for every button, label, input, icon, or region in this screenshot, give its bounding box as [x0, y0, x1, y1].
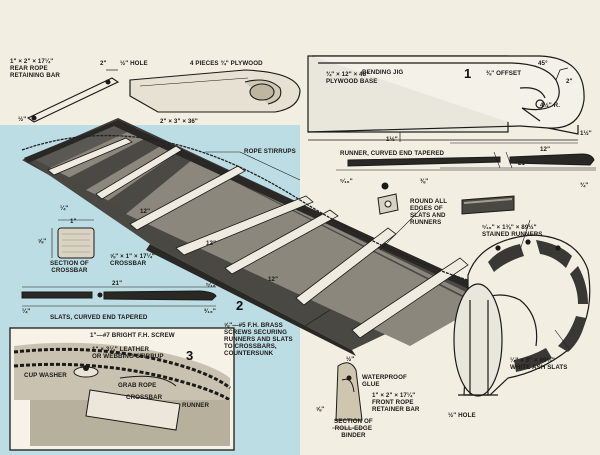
slat-right-dim-label: ⁵⁄₁₆" — [206, 282, 219, 289]
binder-dim-label: ⅝" — [316, 406, 325, 413]
rear-bar-label: 1" × 2" × 17¼" REAR ROPE RETAINING BAR — [10, 58, 60, 79]
angle-label: 45° — [538, 60, 548, 67]
detail-inset — [9, 327, 235, 451]
twelve-label-3: 12" — [268, 276, 279, 283]
runner-21-label: 21" — [518, 160, 529, 167]
slat-part — [21, 286, 217, 307]
slat-21-label: 21" — [112, 280, 123, 287]
front-hole-label: ½" HOLE — [448, 412, 476, 419]
brass-screws-label: ⅝"—#5 F.H. BRASS SCREWS SECURING RUNNERS… — [224, 322, 293, 357]
crossbar-label: ⅝" × 1" × 17¼" CROSSBAR — [110, 253, 155, 267]
cup-washer-label: CUP WASHER — [24, 372, 67, 379]
crossbar-height-label: ⅝" — [38, 238, 47, 245]
slat-section — [461, 195, 515, 215]
screw-detail — [377, 182, 399, 215]
ash-slats-label: ¼" × 3" × 89½" WHITE ASH SLATS — [510, 357, 568, 371]
slat-left-dim-label: ¼" — [22, 308, 31, 315]
jig-base-dim-label: 1½" — [386, 136, 398, 143]
runner-title-label: RUNNER, CURVED END TAPERED — [340, 150, 445, 157]
waterproof-glue-label: WATERPROOF GLUE — [362, 374, 407, 388]
radius-label: 4½" R. — [540, 102, 561, 109]
grab-rope-label: GRAB ROPE — [118, 382, 157, 389]
dim-2-label: 2" — [100, 60, 107, 67]
bending-jig — [307, 55, 585, 144]
runner-part — [336, 151, 596, 171]
plywood-size-label: 2" × 3" × 36" — [160, 118, 198, 125]
stained-runners-label: ⁵⁄₁₆" × 1⅜" × 89½" STAINED RUNNERS — [482, 224, 543, 238]
jig-12-label: 12" — [540, 146, 551, 153]
leader-lines — [205, 151, 571, 351]
rear-rope-bar — [26, 69, 120, 123]
plywood-base-label: ¾" × 12" × 48" PLYWOOD BASE — [326, 71, 378, 85]
twelve-label-1: 12" — [140, 208, 151, 215]
twelve-label-2: 12" — [206, 240, 217, 247]
offset-label: ⅜" OFFSET — [486, 70, 522, 77]
front-bar-label: 1" × 2" × 17¼" FRONT ROPE RETAINER BAR — [372, 392, 420, 413]
crossbar-section-label: SECTION OF CROSSBAR — [50, 260, 89, 274]
jig-dim-2-label: 2" — [566, 78, 573, 85]
rear-dim-label: ½" — [18, 116, 27, 123]
crossbar-width-label: 1" — [70, 218, 77, 225]
roll-edge-binder — [332, 362, 363, 429]
bending-jig-label: BENDING JIG — [362, 69, 404, 76]
jig-right-dim-label: 1½" — [580, 130, 592, 137]
quarter-label: ¼" — [60, 205, 69, 212]
fh-screw-label: 1"—#7 BRIGHT F.H. SCREW — [90, 332, 175, 339]
roll-edge-label: SECTION OF ROLL-EDGE BINDER — [334, 418, 373, 439]
plywood-pieces-label: 4 PIECES ¾" PLYWOOD — [190, 60, 263, 67]
runner-mid-dim-label: ⅜" — [420, 178, 429, 185]
plywood-pieces — [129, 69, 301, 113]
stirrup-label: 1" × 3¼" LEATHER OR WEBBING STIRRUP — [92, 346, 164, 360]
figure-2-number: 2 — [236, 298, 244, 313]
inset-crossbar-label: CROSSBAR — [126, 394, 163, 401]
runner-left-dim-label: ⁵⁄₁₆" — [340, 178, 353, 185]
runner-right-dim-label: ¾" — [580, 182, 589, 189]
slats-title-label: SLATS, CURVED END TAPERED — [50, 314, 148, 321]
crossbar-section — [51, 219, 95, 259]
toboggan-body — [21, 118, 492, 356]
figure-3-number: 3 — [186, 348, 194, 363]
round-edges-label: ROUND ALL EDGES OF SLATS AND RUNNERS — [410, 198, 448, 226]
rope-stirrups-label: ROPE STIRRUPS — [244, 148, 296, 155]
figure-1-number: 1 — [464, 66, 472, 81]
binder-half-label: ½" — [346, 356, 355, 363]
inset-runner-label: RUNNER — [182, 402, 210, 409]
rear-hole-label: ½" HOLE — [120, 60, 148, 67]
slat-end-dim-label: ³⁄₁₆" — [204, 308, 216, 315]
